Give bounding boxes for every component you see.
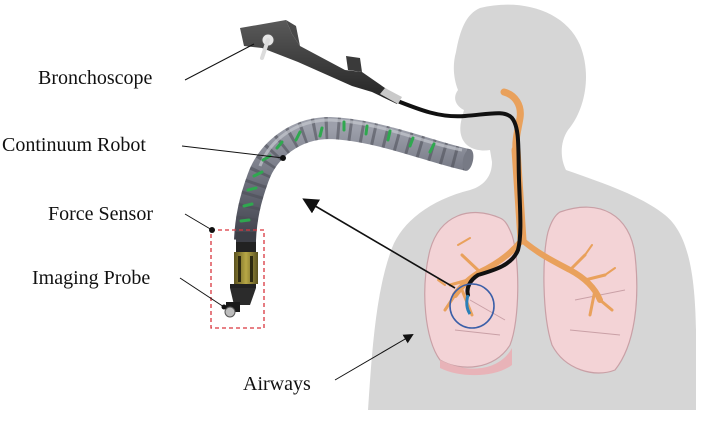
scope-cable: [393, 98, 523, 297]
imaging-probe-leader-dot: [221, 304, 227, 310]
left-lung: [424, 211, 519, 368]
continuum-robot: [234, 116, 474, 242]
force-sensor-box: [210, 229, 265, 329]
label-airways: Airways: [243, 373, 311, 395]
robot-markers: [239, 120, 436, 223]
lungs: [424, 206, 638, 376]
leader-lines: [179, 43, 414, 381]
human-silhouette: [368, 4, 696, 410]
scope-tip-blue: [465, 294, 472, 315]
label-force-sensor: Force Sensor: [48, 203, 153, 225]
force-sensor-leader-dot: [209, 227, 215, 233]
bronchoscope-lever-icon: [260, 33, 275, 60]
imaging-probe: [224, 242, 258, 318]
diaphragm: [440, 348, 512, 376]
label-imaging-probe: Imaging Probe: [32, 267, 150, 289]
bronchoscope-device: [240, 20, 402, 104]
label-bronchoscope: Bronchoscope: [38, 67, 153, 89]
right-lung: [543, 206, 638, 374]
zoom-arrow: [302, 198, 456, 289]
label-continuum-robot: Continuum Robot: [2, 134, 146, 156]
highlight-circle: [449, 283, 495, 329]
